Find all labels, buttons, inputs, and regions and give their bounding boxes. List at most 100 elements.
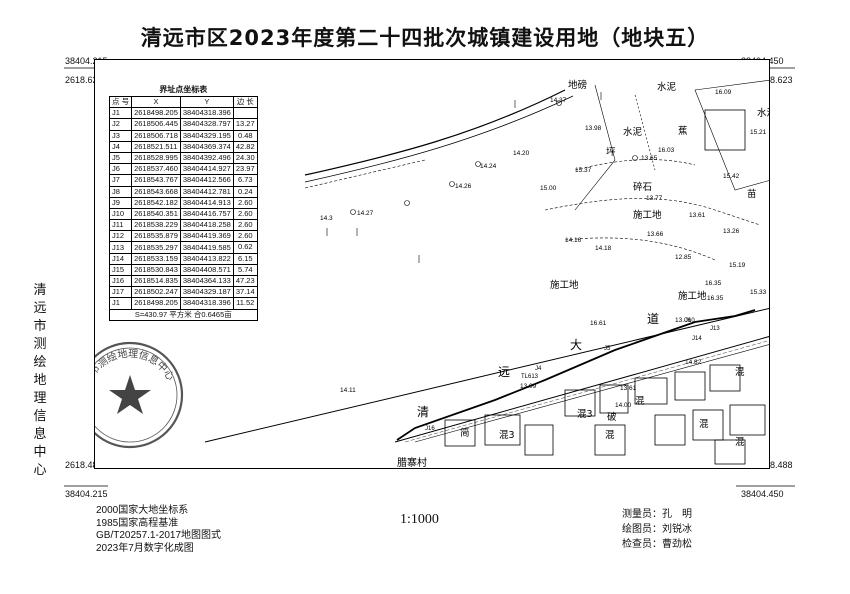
table-caption: 界址点坐标表 (159, 85, 208, 94)
svg-text:13.66: 13.66 (647, 231, 664, 238)
field-boundary-2 (564, 237, 716, 261)
distance-cell: 47.23 (232, 274, 258, 288)
y-cell: 38404412.566 (179, 174, 234, 187)
top-left-x-coord: 38404.215 (65, 56, 108, 66)
svg-text:水泥: 水泥 (757, 107, 770, 119)
svg-text:14.27: 14.27 (357, 210, 374, 217)
table-header-row: 点 号 X Y 边 长 (108, 95, 258, 109)
distance-cell: 6.15 (232, 252, 258, 265)
x-cell: 2618528.995 (131, 151, 181, 165)
standard-note: GB/T20257.1-2017地图图式 (96, 530, 222, 541)
svg-text:14.26: 14.26 (455, 183, 472, 190)
distance-cell: 11.52 (232, 297, 258, 310)
bottom-left-y-coord: 2618.488 (65, 460, 103, 470)
svg-text:14.16: 14.16 (565, 237, 582, 244)
road-edge-3 (414, 344, 769, 443)
svg-text:碎石: 碎石 (633, 181, 652, 193)
surveyor-row: 测量员：孔 明 (622, 507, 692, 522)
svg-text:J10: J10 (685, 318, 695, 324)
svg-text:混3: 混3 (499, 430, 515, 441)
parcel-boundary (396, 309, 756, 441)
svg-text:水泥: 水泥 (657, 81, 677, 93)
distance-cell: 2.60 (232, 219, 258, 232)
svg-text:13.06: 13.06 (675, 317, 692, 324)
x-cell: 2618542.182 (131, 196, 181, 209)
svg-text:14.24: 14.24 (480, 163, 497, 170)
svg-text:15.42: 15.42 (723, 173, 740, 180)
x-cell: 2618498.205 (131, 107, 181, 120)
x-cell: 2618506.718 (131, 129, 181, 142)
date-note: 2023年7月数字化成图 (96, 542, 194, 554)
distance-cell: 2.60 (232, 230, 258, 243)
distance-cell: 24.30 (232, 151, 258, 165)
distance-cell (232, 107, 258, 120)
point-id-cell: J4 (108, 140, 133, 153)
svg-text:14.82: 14.82 (685, 359, 702, 366)
svg-text:简: 简 (460, 427, 470, 439)
road-curb-upper (304, 89, 566, 176)
bottom-right-x-coord: 38404.450 (741, 489, 784, 499)
x-cell: 2618543.767 (131, 174, 181, 187)
y-cell: 38404318.396 (179, 297, 234, 310)
distance-cell: 6.73 (232, 174, 258, 187)
x-cell: 2618502.247 (131, 286, 181, 299)
svg-text:远: 远 (498, 365, 510, 379)
distance-cell: 2.60 (232, 196, 258, 209)
y-cell: 38404412.781 (179, 185, 234, 198)
svg-text:混: 混 (699, 419, 709, 430)
svg-text:混: 混 (605, 430, 615, 441)
x-cell: 2618498.205 (131, 297, 181, 310)
svg-text:混: 混 (735, 367, 745, 378)
svg-text:苗: 苗 (747, 189, 757, 200)
point-id-cell: J2 (108, 118, 133, 131)
top-right-y-coord: 2618.623 (755, 75, 793, 85)
svg-text:14.00: 14.00 (615, 402, 632, 409)
svg-text:J14: J14 (692, 336, 702, 342)
header-y: Y (179, 95, 234, 109)
svg-text:混: 混 (635, 396, 645, 407)
point-id-cell: J17 (108, 286, 133, 299)
svg-text:坪: 坪 (606, 146, 616, 158)
svg-text:道: 道 (647, 312, 659, 326)
checker-name: 曹劲松 (662, 539, 692, 550)
point-id-cell: J3 (108, 129, 133, 142)
point-id-cell: J6 (108, 163, 133, 176)
building-top-right (704, 109, 746, 151)
svg-text:水泥: 水泥 (623, 126, 643, 138)
coord-system-note: 2000国家大地坐标系 (96, 505, 189, 516)
distance-cell: 13.27 (232, 118, 258, 131)
road-curb-lower (304, 159, 426, 189)
svg-text:13.61: 13.61 (689, 212, 706, 219)
y-cell: 38404369.374 (179, 140, 234, 153)
svg-text:14.20: 14.20 (513, 150, 530, 157)
point-id-cell: J5 (108, 151, 133, 165)
point-id-cell: J11 (108, 219, 133, 232)
svg-text:16.35: 16.35 (705, 280, 722, 287)
svg-text:16.09: 16.09 (715, 89, 732, 96)
x-cell: 2618521.511 (131, 140, 181, 153)
distance-cell: 0.48 (232, 129, 258, 142)
checker-label: 检查员： (622, 539, 662, 550)
svg-text:15.21: 15.21 (750, 129, 767, 136)
bottom-left-x-coord: 38404.215 (65, 489, 108, 499)
svg-text:J16: J16 (425, 426, 435, 432)
area-cell: S=430.97 平方米 合0.6465亩 (109, 308, 258, 321)
x-cell: 2618535.879 (131, 230, 181, 243)
height-datum-note: 1985国家高程基准 (96, 517, 179, 529)
y-cell: 38404328.797 (179, 118, 234, 131)
point-id-cell: J15 (108, 263, 133, 277)
road-edge-1 (204, 307, 769, 443)
svg-text:大: 大 (570, 338, 582, 352)
checker-row: 检查员：曹劲松 (622, 537, 692, 552)
svg-text:J4: J4 (535, 366, 542, 372)
x-cell: 2618540.351 (131, 207, 181, 221)
svg-text:混3: 混3 (577, 409, 593, 420)
svg-text:13.61: 13.61 (620, 385, 637, 392)
